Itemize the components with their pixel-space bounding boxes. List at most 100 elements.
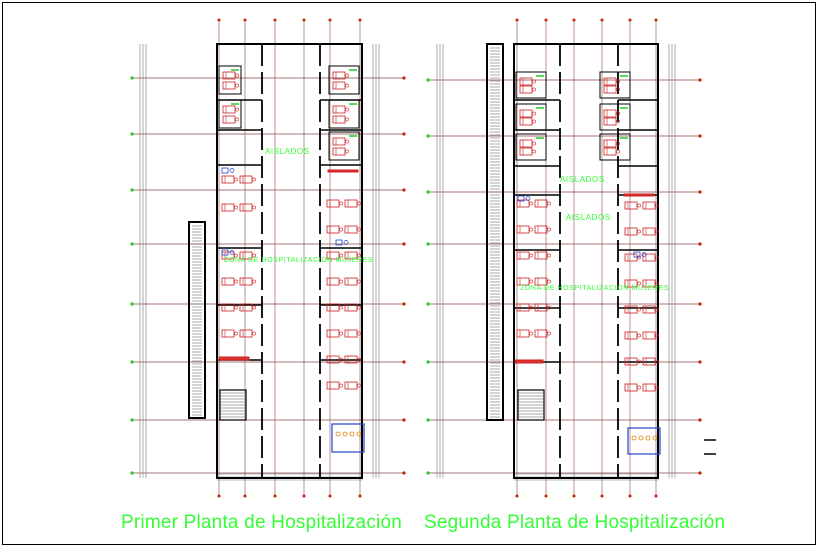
isolation-room	[515, 71, 547, 99]
bed-icon	[332, 137, 349, 146]
grid-node	[130, 188, 134, 192]
bed-icon	[603, 109, 620, 118]
bed-icon	[603, 147, 620, 156]
grid-node	[515, 494, 519, 498]
grid-node	[402, 242, 406, 246]
grid-node	[544, 494, 548, 498]
bed-icon	[534, 251, 551, 260]
bed-icon	[516, 303, 533, 312]
grid-node	[426, 302, 430, 306]
grid-node	[130, 471, 134, 475]
toilet-fixture	[335, 431, 341, 437]
grid-node	[130, 242, 134, 246]
bed-icon	[603, 85, 620, 94]
toilet-fixture	[356, 431, 362, 437]
grid-node	[402, 76, 406, 80]
bed-icon	[534, 277, 551, 286]
toilet-fixture	[645, 435, 651, 441]
grid-node	[698, 302, 702, 306]
grid-node	[130, 76, 134, 80]
grid-node	[328, 18, 332, 22]
bed-icon	[239, 251, 256, 260]
grid-node	[243, 18, 247, 22]
bed-icon	[344, 355, 361, 364]
bed-icon	[239, 303, 256, 312]
room-label: ZONA DE HOSPITALIZACION MUJERES	[224, 257, 373, 264]
grid-node	[544, 18, 548, 22]
grid-node	[130, 360, 134, 364]
isolation-room	[218, 99, 242, 129]
ramp-structure	[486, 43, 504, 421]
bed-icon	[534, 303, 551, 312]
bed-icon	[624, 279, 641, 288]
nurse-counter	[218, 356, 250, 361]
bed-icon	[332, 105, 349, 114]
grid-node	[130, 302, 134, 306]
bed-icon	[326, 199, 343, 208]
room-label: AISLADOS	[560, 175, 605, 184]
bed-icon	[519, 85, 536, 94]
toilet-fixture	[342, 431, 348, 437]
bed-icon	[326, 381, 343, 390]
grid-node	[130, 418, 134, 422]
grid-node	[328, 494, 332, 498]
bed-icon	[221, 175, 238, 184]
bed-icon	[332, 147, 349, 156]
grid-node	[698, 190, 702, 194]
grid-node	[402, 360, 406, 364]
bed-icon	[222, 71, 239, 80]
grid-node	[243, 494, 247, 498]
caption-second-floor: Segunda Planta de Hospitalización	[424, 512, 726, 533]
toilet-fixture	[638, 435, 644, 441]
grid-node	[402, 302, 406, 306]
bed-icon	[624, 227, 641, 236]
bathroom-fixture-icon	[335, 239, 349, 246]
ramp-structure	[188, 221, 206, 419]
isolation-room	[218, 65, 242, 95]
bed-icon	[624, 305, 641, 314]
grid-node	[273, 18, 277, 22]
bed-icon	[624, 201, 641, 210]
grid-node	[130, 132, 134, 136]
toilet-block	[331, 423, 365, 453]
isolation-room	[599, 133, 631, 161]
room-label: AISLADOS	[566, 213, 611, 222]
grid-node	[217, 18, 221, 22]
bed-icon	[332, 71, 349, 80]
bed-icon	[344, 381, 361, 390]
bed-icon	[344, 225, 361, 234]
bed-icon	[239, 329, 256, 338]
nurse-counter	[623, 193, 655, 197]
grid-node	[426, 471, 430, 475]
grid-node	[654, 494, 658, 498]
toilet-block	[627, 427, 661, 455]
bed-icon	[534, 199, 551, 208]
bed-icon	[222, 115, 239, 124]
grid-node	[698, 134, 702, 138]
grid-node	[698, 78, 702, 82]
grid-node	[426, 242, 430, 246]
bed-icon	[326, 355, 343, 364]
bed-icon	[516, 251, 533, 260]
bed-icon	[221, 329, 238, 338]
bed-icon	[624, 357, 641, 366]
bathroom-fixture-icon	[517, 195, 531, 202]
bed-icon	[642, 383, 659, 392]
grid-node	[302, 18, 306, 22]
grid-node	[217, 494, 221, 498]
grid-node	[600, 494, 604, 498]
bathroom-fixture-icon	[633, 251, 647, 258]
grid-node	[426, 134, 430, 138]
caption-first-floor: Primer Planta de Hospitalización	[121, 512, 402, 533]
bed-icon	[642, 201, 659, 210]
bed-icon	[642, 331, 659, 340]
bed-icon	[603, 117, 620, 126]
room-label: AISLADOS	[265, 147, 310, 156]
isolation-room	[599, 71, 631, 99]
isolation-room	[328, 99, 360, 129]
bed-icon	[642, 279, 659, 288]
grid-node	[426, 418, 430, 422]
